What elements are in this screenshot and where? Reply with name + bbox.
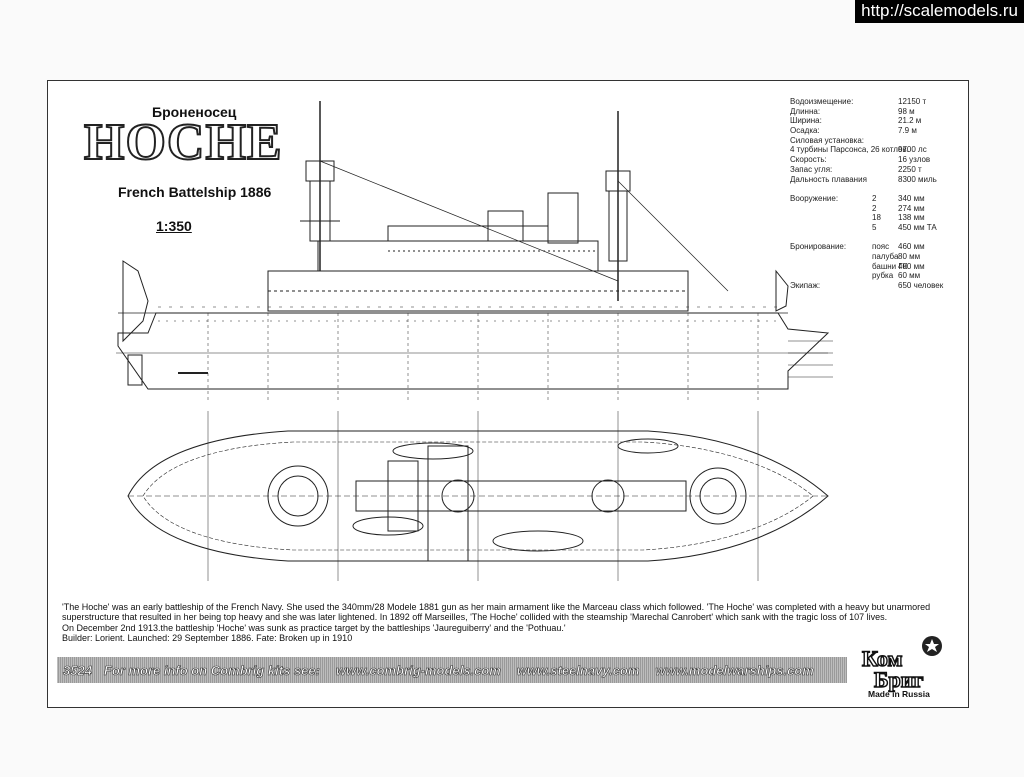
flag-bow: [775, 269, 789, 312]
kit-code: 3524: [63, 662, 93, 678]
ship-description: 'The Hoche' was an early battleship of t…: [62, 602, 942, 644]
star-icon: [922, 636, 942, 656]
banner-link[interactable]: www.steelnavy.com: [516, 662, 640, 678]
turret-aft: [267, 465, 329, 527]
subtitle-english: French Battelship 1886: [118, 184, 272, 200]
drawing-sheet: Броненосец HOCHE French Battelship 1886 …: [47, 80, 969, 708]
subtitle-russian: Броненосец: [152, 104, 237, 120]
watermark[interactable]: http://scalemodels.ru: [855, 0, 1024, 23]
banner-link[interactable]: www.modelwarships.com: [655, 662, 814, 678]
combrig-logo: Ком Бриг: [861, 636, 942, 693]
banner-text: For more info on Combrig kits see:: [103, 662, 321, 678]
turret-wing-mid: [591, 479, 625, 513]
info-banner: 3524 For more info on Combrig kits see: …: [57, 657, 847, 683]
description-paragraph: On December 2nd 1913.the battleship 'Hoc…: [62, 622, 566, 633]
porthole-row: [158, 306, 778, 322]
logo-line1: Ком: [862, 646, 902, 671]
fore-mast: [300, 101, 619, 282]
turret-fore: [689, 467, 747, 525]
description-paragraph: Builder: Lorient. Launched: 29 September…: [62, 633, 353, 644]
ship-drawing: [116, 101, 833, 581]
plan-view-hull: [127, 430, 829, 562]
aft-mast: [605, 111, 729, 301]
banner-link[interactable]: www.combrig-models.com: [335, 662, 502, 678]
ship-name-title: HOCHE: [83, 114, 283, 171]
scale-label: 1:350: [156, 218, 192, 234]
logo-line2: Бриг: [874, 667, 923, 692]
side-view-hull: [117, 312, 830, 390]
turret-wing-port: [441, 479, 475, 513]
description-paragraph: 'The Hoche' was an early battleship of t…: [62, 602, 931, 623]
flag-stern: [122, 260, 149, 343]
plan-superstructure: [427, 445, 469, 562]
frame-lines: [207, 313, 759, 401]
made-in-label: Made in Russia: [868, 689, 930, 699]
